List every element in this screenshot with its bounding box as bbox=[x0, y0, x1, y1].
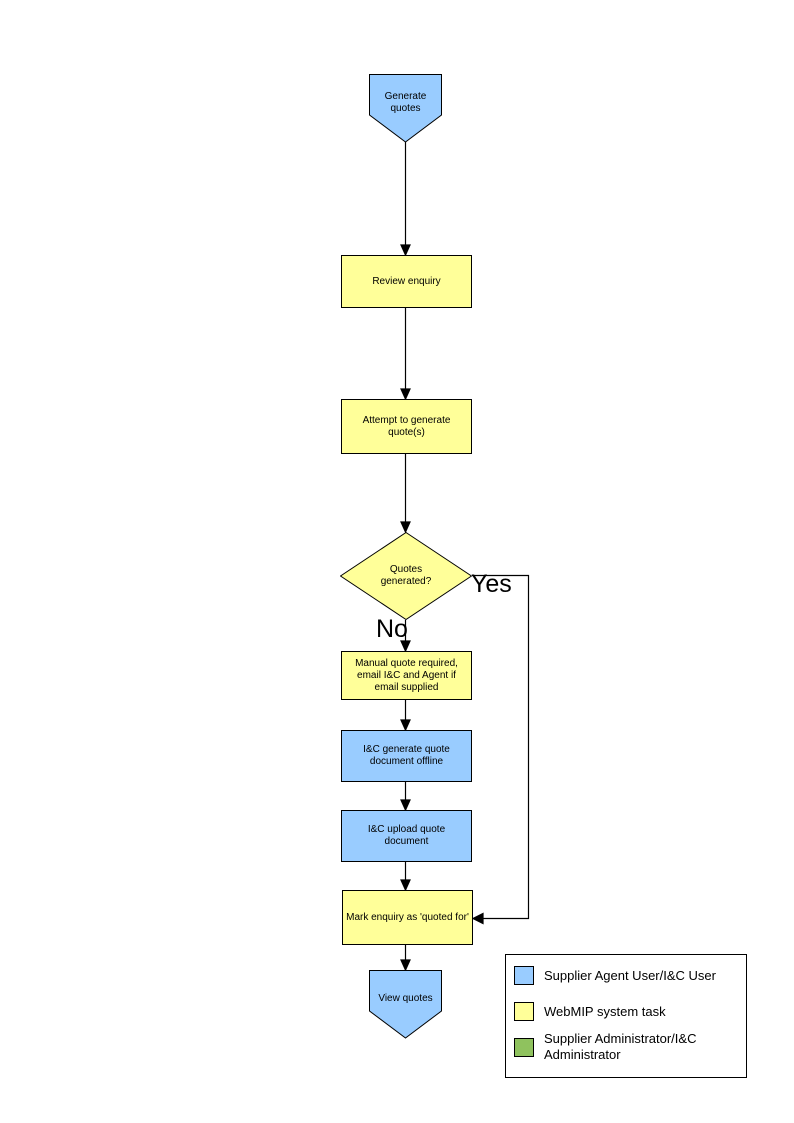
decision-diamond-shape bbox=[340, 532, 472, 620]
node-review-enquiry: Review enquiry bbox=[341, 255, 472, 308]
edge-label-yes: Yes bbox=[471, 570, 512, 598]
legend-swatch-blue bbox=[514, 966, 534, 985]
legend-swatch-green bbox=[514, 1037, 534, 1057]
edge-decision-yes-to-mark bbox=[471, 574, 530, 925]
edge-icupload-to-mark bbox=[400, 862, 411, 892]
node-generate-quotes: Generate quotes bbox=[369, 74, 442, 143]
legend-item-supplier-admin: Supplier Administrator/I&C Administrator bbox=[514, 1031, 742, 1063]
node-manual-quote-required: Manual quote required, email I&C and Age… bbox=[341, 651, 472, 700]
edge-icgen-to-icupload bbox=[400, 782, 411, 812]
edge-decision-no-to-manual bbox=[400, 620, 411, 653]
node-label: I&C upload quote document bbox=[367, 824, 446, 847]
edge-manual-to-icgen bbox=[400, 700, 411, 732]
legend-label: WebMIP system task bbox=[544, 1003, 666, 1019]
node-label: Mark enquiry as 'quoted for' bbox=[346, 911, 469, 923]
node-label: Quotes generated? bbox=[380, 564, 432, 587]
offpage-connector-shape bbox=[369, 74, 442, 143]
node-attempt-generate-quotes: Attempt to generate quote(s) bbox=[341, 399, 472, 454]
legend-swatch-yellow bbox=[514, 1002, 534, 1021]
edge-label-no: No bbox=[376, 615, 408, 643]
node-ic-upload-quote: I&C upload quote document bbox=[341, 810, 472, 862]
node-view-quotes: View quotes bbox=[369, 970, 442, 1039]
legend: Supplier Agent User/I&C User WebMIP syst… bbox=[505, 954, 747, 1078]
legend-label: Supplier Administrator/I&C Administrator bbox=[544, 1031, 697, 1062]
node-label: Generate quotes bbox=[384, 90, 427, 114]
node-label: Manual quote required, email I&C and Age… bbox=[355, 657, 458, 693]
node-label: View quotes bbox=[378, 992, 433, 1004]
edge-generate-to-review bbox=[400, 142, 411, 257]
node-label: Review enquiry bbox=[372, 275, 441, 287]
legend-item-webmip-task: WebMIP system task bbox=[514, 1002, 742, 1021]
edge-review-to-attempt bbox=[400, 308, 411, 401]
node-ic-generate-quote: I&C generate quote document offline bbox=[341, 730, 472, 782]
node-mark-enquiry-quoted: Mark enquiry as 'quoted for' bbox=[342, 890, 473, 945]
legend-item-supplier-agent: Supplier Agent User/I&C User bbox=[514, 966, 742, 985]
edge-mark-to-view bbox=[400, 945, 411, 972]
offpage-connector-shape bbox=[369, 970, 442, 1039]
node-quotes-generated-decision: Quotes generated? bbox=[340, 532, 472, 620]
legend-label: Supplier Agent User/I&C User bbox=[544, 967, 716, 983]
node-label: I&C generate quote document offline bbox=[363, 744, 450, 767]
edge-attempt-to-decision bbox=[400, 454, 411, 534]
node-label: Attempt to generate quote(s) bbox=[362, 414, 451, 438]
